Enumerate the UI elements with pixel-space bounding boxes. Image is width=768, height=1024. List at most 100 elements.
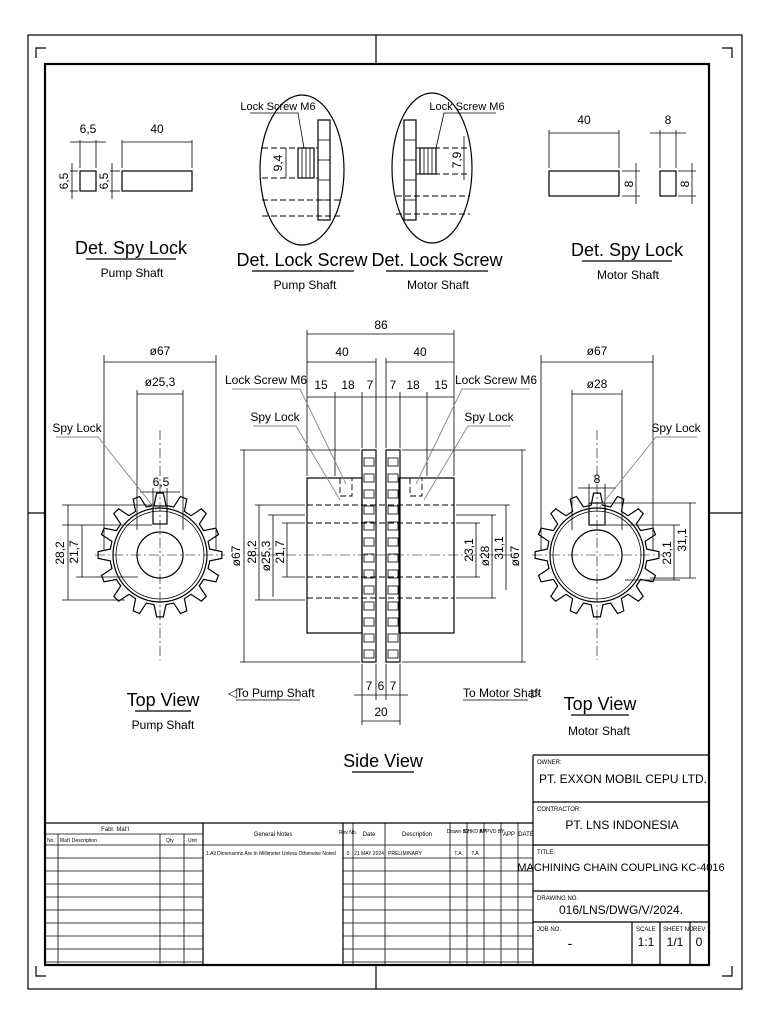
side-right-31-1: 31,1 (492, 536, 506, 560)
dim-spy-lock-pump-length: 40 (150, 122, 164, 136)
notes-header: General Notes (254, 832, 293, 838)
top-pump-title: Top View (127, 690, 201, 710)
side-left-o67: ø67 (229, 545, 243, 566)
detail-lock-screw-motor: 7,9 Lock Screw M6 Det. Lock Screw Motor … (371, 92, 505, 292)
sprocket-tooth (363, 505, 375, 515)
detail-spy-lock-pump-subtitle: Pump Shaft (101, 266, 164, 280)
corner-mark-bl (35, 966, 46, 977)
side-d18-right: 18 (406, 378, 420, 392)
side-bottom-7a: 7 (366, 679, 373, 693)
title-block: OWNER: PT. EXXON MOBIL CEPU LTD. CONTRAC… (517, 754, 725, 965)
top-pump-key: 6,5 (153, 475, 170, 489)
rev-row-drawn: T.A (454, 851, 462, 857)
top-motor-title: Top View (564, 694, 638, 714)
sprocket-tooth (363, 473, 375, 483)
detail-spy-lock-pump: 6,5 40 6,5 6,5 Det. Spy Lock Pump Shaft (57, 122, 193, 280)
rev-header-chkd: CHKD BY (464, 829, 487, 835)
top-motor-subtitle: Motor Shaft (568, 724, 631, 738)
contractor-label: CONTRACTOR: (537, 807, 581, 813)
sprocket-tooth (363, 649, 375, 659)
mat-col-unit: Unit (188, 838, 198, 844)
drawing-no-label: DRAWING NO. (537, 896, 578, 902)
mat-col-no: No. (47, 838, 55, 844)
side-right-23-1: 23,1 (462, 538, 476, 562)
sheet-value: 1/1 (667, 935, 684, 949)
drawing-no: 016/LNS/DWG/V/2024. (559, 903, 683, 917)
owner-value: PT. EXXON MOBIL CEPU LTD. (539, 772, 707, 786)
side-right-o28: ø28 (478, 545, 492, 566)
sprocket-tooth (387, 569, 399, 579)
detail-lock-screw-motor-title: Det. Lock Screw (371, 250, 503, 270)
title-label: TITLE: (537, 850, 555, 856)
dim-spy-lock-motor-width: 8 (665, 113, 672, 127)
detail-lock-screw-pump-title: Det. Lock Screw (236, 250, 368, 270)
to-pump-shaft: To Pump Shaft (236, 686, 315, 700)
sprocket-tooth (363, 521, 375, 531)
rev-value: 0 (696, 935, 703, 949)
side-d7-right: 7 (390, 378, 397, 392)
job-no: - (568, 935, 573, 951)
rev-row-chkd: T.A (471, 851, 479, 857)
sprocket-tooth (363, 457, 375, 467)
rev-header-app: APP (503, 832, 515, 838)
sprocket-tooth (387, 553, 399, 563)
sprocket-tooth (363, 601, 375, 611)
side-d15-left: 15 (314, 378, 328, 392)
top-pump-dia-bore: ø25,3 (145, 375, 176, 389)
drawing-title: MACHINING CHAIN COUPLING KC-4016 (517, 862, 724, 874)
side-lock-screw-right: Lock Screw M6 (455, 373, 537, 387)
side-d7-left: 7 (367, 378, 374, 392)
scale-label: SCALE (636, 927, 656, 933)
dim-spy-lock-motor-h2: 8 (678, 180, 692, 187)
mat-col-desc: Mat'l Description (60, 838, 97, 844)
side-spy-lock-right: Spy Lock (464, 410, 514, 424)
sprocket-tooth (387, 601, 399, 611)
sprocket-tooth (363, 633, 375, 643)
side-left-21-7: 21,7 (273, 540, 287, 564)
top-pump-spy-lock-label: Spy Lock (52, 421, 102, 435)
side-right-o67: ø67 (508, 545, 522, 566)
sprocket-tooth (387, 489, 399, 499)
side-left-28-2: 28,2 (245, 540, 259, 564)
rev-row-description: PRELIMINARY (388, 851, 422, 857)
detail-lock-screw-pump-subtitle: Pump Shaft (274, 278, 337, 292)
lock-screw-motor-label: Lock Screw M6 (429, 101, 504, 113)
rev-label: REV (693, 927, 705, 933)
sprocket-tooth (363, 537, 375, 547)
sprocket-tooth (363, 569, 375, 579)
mat-col-qty: Qty (166, 838, 174, 844)
rev-header-drawn: Drawn BY (447, 829, 470, 835)
detail-spy-lock-motor-title: Det. Spy Lock (571, 240, 684, 260)
top-view-pump: ø67 ø25,3 6,5 Spy Lock 28,2 21,7 Top Vie… (52, 344, 225, 732)
detail-lock-screw-motor-subtitle: Motor Shaft (407, 278, 470, 292)
side-d15-right: 15 (434, 378, 448, 392)
side-view: 86 40 40 15 18 7 7 18 15 Lock Screw M6 L… (225, 318, 542, 773)
side-view-title: Side View (343, 751, 424, 771)
side-bottom-7b: 7 (390, 679, 397, 693)
pump-direction-arrow: ◁ (228, 686, 238, 700)
top-pump-dim-b: 21,7 (67, 540, 81, 564)
dim-spy-lock-pump-h1: 6,5 (57, 172, 71, 189)
rev-header-no: Rev No. (339, 830, 357, 836)
inner-frame (43, 62, 711, 967)
top-motor-dia-outer: ø67 (587, 344, 608, 358)
rev-row-date: 21 MAY 2024 (354, 851, 384, 857)
to-motor-shaft: To Motor Shaft (463, 686, 542, 700)
sprocket-tooth (387, 473, 399, 483)
lock-screw-pump-label: Lock Screw M6 (240, 101, 315, 113)
rev-header-appvd: APPVD BY (479, 829, 505, 835)
detail-lock-screw-pump: 9,4 Lock Screw M6 Det. Lock Screw Pump S… (236, 94, 369, 292)
sprocket-tooth (387, 537, 399, 547)
mat-group: Fabr. Mat'l (101, 827, 129, 833)
detail-spy-lock-motor: 40 8 8 8 Det. Spy Lock Motor Shaft (548, 113, 696, 282)
side-left-o25-3: ø25,3 (259, 540, 273, 571)
corner-mark-tr (722, 47, 733, 58)
sprocket-tooth (387, 457, 399, 467)
sprocket-outline-motor (534, 492, 660, 618)
sprocket-tooth (363, 489, 375, 499)
dim-spy-lock-pump-h2: 6,5 (97, 172, 111, 189)
side-half-left: 40 (335, 345, 349, 359)
top-motor-dim-a: 23,1 (660, 541, 674, 565)
rev-header-description: Description (402, 832, 432, 838)
